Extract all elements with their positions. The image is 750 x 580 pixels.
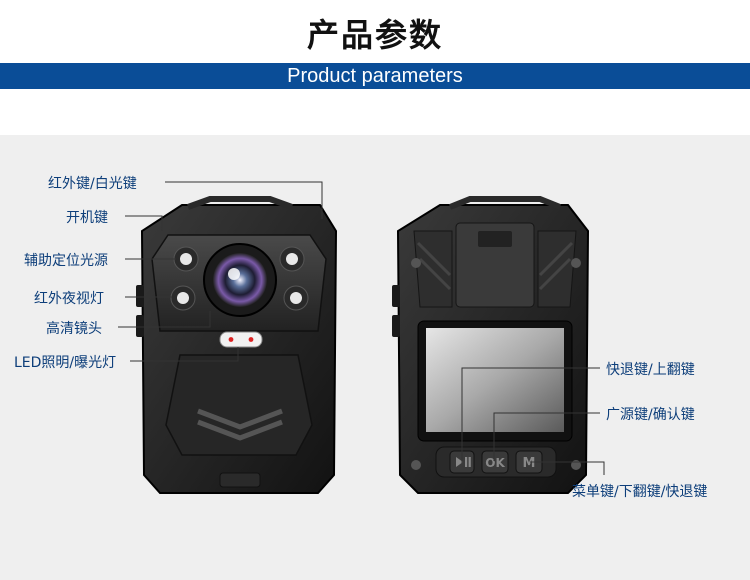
label-menu-down-forward: 菜单键/下翻键/快退键: [572, 484, 708, 500]
label-power-key: 开机键: [66, 210, 108, 226]
label-assist-light: 辅助定位光源: [24, 253, 108, 269]
back-camera: OK M: [392, 196, 590, 494]
label-source-confirm: 广源键/确认键: [606, 407, 695, 423]
lcd-screen: [426, 328, 564, 432]
product-stage: OK M 红外键/白光键 开机键 辅助定位光源 红外夜视灯 高清镜头 LED照明…: [0, 135, 750, 580]
back-callout-lines: [461, 367, 605, 475]
front-callout-lines: [118, 181, 323, 362]
ok-button-label: OK: [485, 456, 505, 470]
label-led-exposure: LED照明/曝光灯: [14, 355, 117, 371]
label-ir-night-light: 红外夜视灯: [34, 291, 104, 307]
label-fast-back-up: 快退键/上翻键: [606, 362, 695, 378]
title-banner: Product parameters: [0, 63, 750, 89]
banner-title-en: Product parameters: [287, 65, 463, 87]
front-camera: [136, 196, 338, 494]
devices-illustration: OK M: [118, 181, 605, 494]
label-ir-white-key: 红外键/白光键: [48, 176, 137, 192]
page-title-cn: 产品参数: [306, 16, 443, 54]
menu-button-label: M: [523, 456, 536, 471]
ok-button[interactable]: [481, 450, 509, 474]
label-hd-lens: 高清镜头: [46, 321, 102, 337]
